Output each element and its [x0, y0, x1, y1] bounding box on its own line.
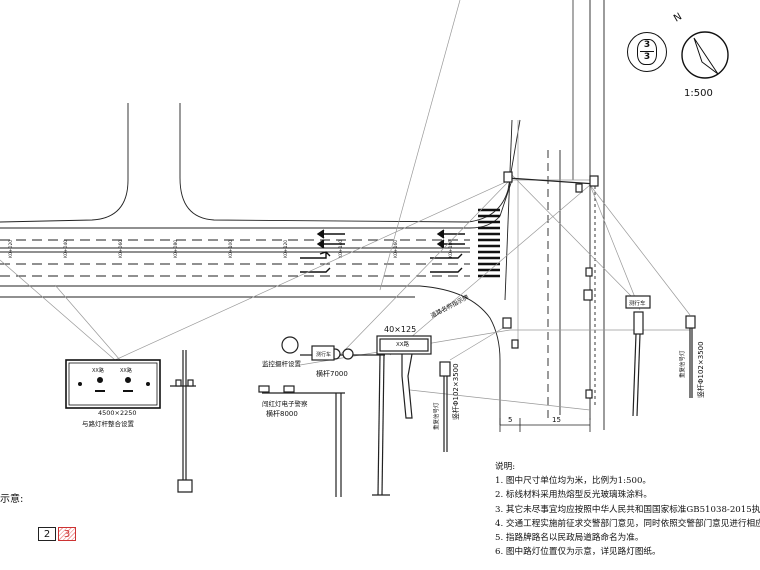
dim-left: 5: [508, 416, 512, 424]
station-label: K0+140: [338, 240, 344, 258]
note-line-4: 4. 交通工程实施前征求交警部门意见，同时依照交警部门意见进行相应调整。: [495, 518, 760, 529]
road-name-sign-label: 道路名称指示牌: [429, 293, 470, 320]
scale-label: 1:500: [684, 88, 713, 99]
arrow-right-1: [300, 251, 331, 259]
legend-sheet-a: 2: [38, 527, 56, 541]
road-name-sign: [376, 335, 432, 419]
lane-sign-chars-2: XX路: [120, 367, 132, 374]
main-road-north-edge: [0, 179, 513, 229]
signal-arm-south: [502, 267, 593, 399]
pole-left-caption-b: 竖杆Φ102×3500: [451, 363, 460, 420]
vehicle-detector-right: 测行车: [629, 299, 646, 307]
north-arrow-icon: [681, 31, 729, 79]
repeat-signal-pole-right: [625, 295, 696, 417]
notes-title: 说明:: [495, 462, 516, 472]
station-labels: K0+020 K0+040 K0+060 K0+080 K0+100 K0+120 K0+1…: [8, 240, 454, 258]
ecam-pole-caption: 横杆8000: [266, 409, 298, 418]
repeat-signal-pole-left: [439, 361, 451, 452]
note-line-6: 6. 图中路灯位置仅为示意，详见路灯图纸。: [495, 547, 661, 558]
note-line-3: 3. 其它未尽事宜均应按照中华人民共和国国家标准GB51038-2015执行。: [495, 504, 760, 515]
design-notes: 说明: 1. 图中尺寸单位均为米，比例为1:500。 2. 标线材料采用热熔型反…: [495, 460, 760, 559]
station-label: K0+080: [173, 240, 179, 258]
legend-sheet-boxes: 2 3: [38, 527, 76, 541]
road-sign-chars: XX路: [396, 340, 410, 348]
cross-road-west-edge: [504, 119, 513, 301]
station-label: K0+020: [8, 240, 14, 258]
small-sign-size: 40×125: [384, 325, 416, 334]
station-label: K0+040: [63, 240, 69, 258]
note-line-2: 2. 标线材料采用热熔型反光玻璃珠涂料。: [495, 490, 653, 501]
station-label: K0+180: [448, 240, 454, 258]
sheet-current: 3: [643, 40, 651, 50]
arrow-left-3: [316, 229, 345, 239]
dim-right: 15: [552, 416, 561, 424]
pole-left-caption-a: 重复信号灯: [432, 402, 440, 430]
signal-pole-caption: 横杆7000: [316, 369, 348, 378]
lane-arrows: [300, 229, 465, 273]
arrow-right-3: [430, 253, 463, 259]
sheet-number-badge: 3 3: [627, 32, 667, 72]
zebra-crossing: [478, 208, 500, 278]
ecam-label: 闯红灯电子警察: [262, 399, 308, 408]
station-label: K0+060: [118, 240, 124, 258]
signal-arm-north: [503, 171, 599, 193]
arrow-left-1: [436, 229, 465, 239]
signal-pole-center: [281, 336, 390, 496]
monitor-label: 监控摄杆设置: [262, 359, 302, 368]
arrow-left-2: [436, 239, 465, 249]
lane-sign-caption: 与路灯杆整合设置: [82, 419, 135, 428]
lane-sign-size: 4500×2250: [98, 409, 137, 417]
station-label: K0+160: [393, 240, 399, 258]
leader-lines: [0, 0, 691, 411]
note-line-5: 5. 指路牌路名以民政局道路命名为准。: [495, 533, 644, 544]
lane-guide-sign: XX路 XX路 4500×2250 与路灯杆整合设置: [65, 359, 161, 428]
arrow-left-4: [316, 239, 345, 249]
side-road-curb-right: [179, 103, 521, 223]
sheet-total: 3: [643, 52, 651, 62]
side-road-curb-left: [0, 103, 129, 223]
lamp-pole-left: [170, 350, 196, 493]
arrow-right-4: [430, 267, 463, 273]
signal-pole-label: 测行车: [316, 351, 331, 358]
main-road-south-edge: [0, 285, 501, 425]
note-line-1: 1. 图中尺寸单位均为米，比例为1:500。: [495, 476, 652, 487]
station-label: K0+100: [228, 240, 234, 258]
dimension-lines: [499, 418, 591, 432]
station-label: K0+120: [283, 240, 289, 258]
ecam-pole: [258, 385, 345, 497]
legend-sheet-b: 3: [58, 527, 76, 541]
pole-right-caption-b: 竖杆Φ102×3500: [696, 341, 705, 398]
lane-sign-chars: XX路: [92, 367, 104, 374]
north-label: N: [672, 11, 684, 24]
legend-title: 示意:: [0, 494, 24, 505]
pole-right-caption-a: 重复信号灯: [678, 350, 686, 378]
